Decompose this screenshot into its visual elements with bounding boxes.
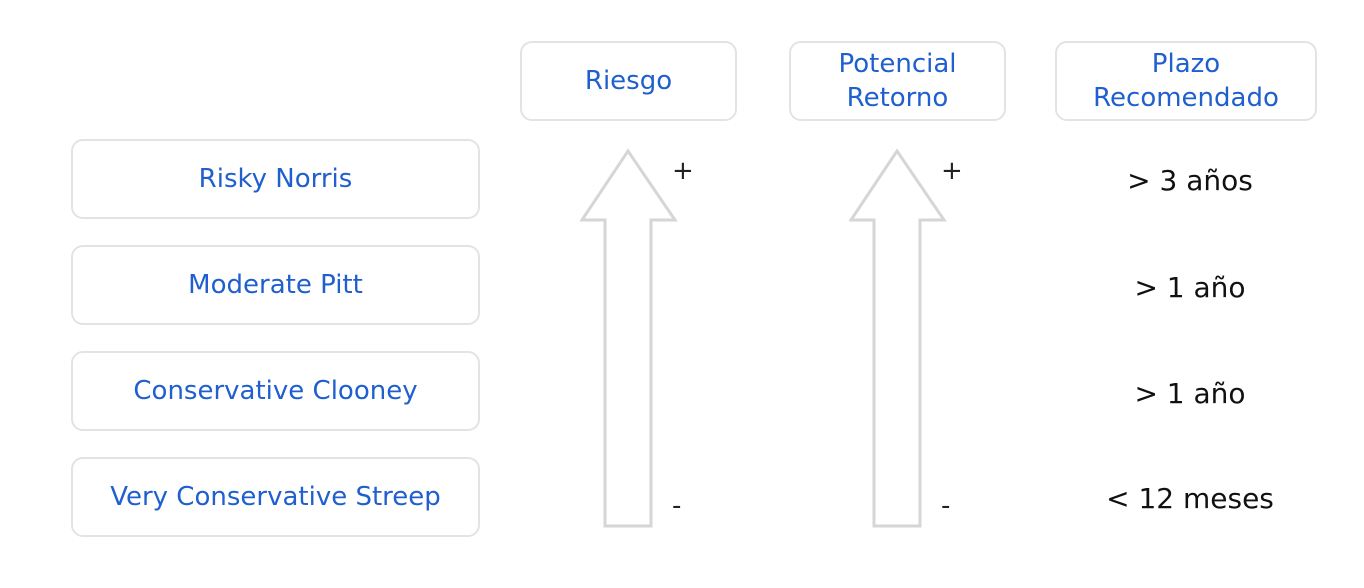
risk-arrow-icon xyxy=(580,148,678,528)
term-risky-norris: > 3 años xyxy=(1127,164,1253,197)
profile-label: Moderate Pitt xyxy=(188,270,363,300)
header-return-line-2: Retorno xyxy=(846,83,949,113)
profile-label: Very Conservative Streep xyxy=(110,482,441,512)
profile-moderate-pitt: Moderate Pitt xyxy=(71,245,480,325)
profile-label: Risky Norris xyxy=(198,164,353,194)
risk-plus-label: + xyxy=(672,156,694,186)
profile-label: Conservative Clooney xyxy=(133,376,418,406)
profile-conservative-clooney: Conservative Clooney xyxy=(71,351,480,431)
term-conservative-clooney: > 1 año xyxy=(1134,377,1246,410)
term-moderate-pitt: > 1 año xyxy=(1134,271,1246,304)
profile-risky-norris: Risky Norris xyxy=(71,139,480,219)
header-recommended-term: Plazo Recomendado xyxy=(1055,41,1317,121)
header-risk-line-1: Riesgo xyxy=(584,66,673,96)
profile-very-conservative-streep: Very Conservative Streep xyxy=(71,457,480,537)
risk-minus-label: - xyxy=(672,491,682,521)
header-term-line-1: Plazo xyxy=(1151,49,1221,79)
header-term-line-2: Recomendado xyxy=(1093,83,1279,113)
header-risk: Riesgo xyxy=(520,41,737,121)
term-very-conservative-streep: < 12 meses xyxy=(1106,482,1274,515)
return-minus-label: - xyxy=(941,491,951,521)
header-return-line-1: Potencial xyxy=(838,49,957,79)
return-plus-label: + xyxy=(941,156,963,186)
header-potential-return: Potencial Retorno xyxy=(789,41,1006,121)
return-arrow-icon xyxy=(849,148,947,528)
